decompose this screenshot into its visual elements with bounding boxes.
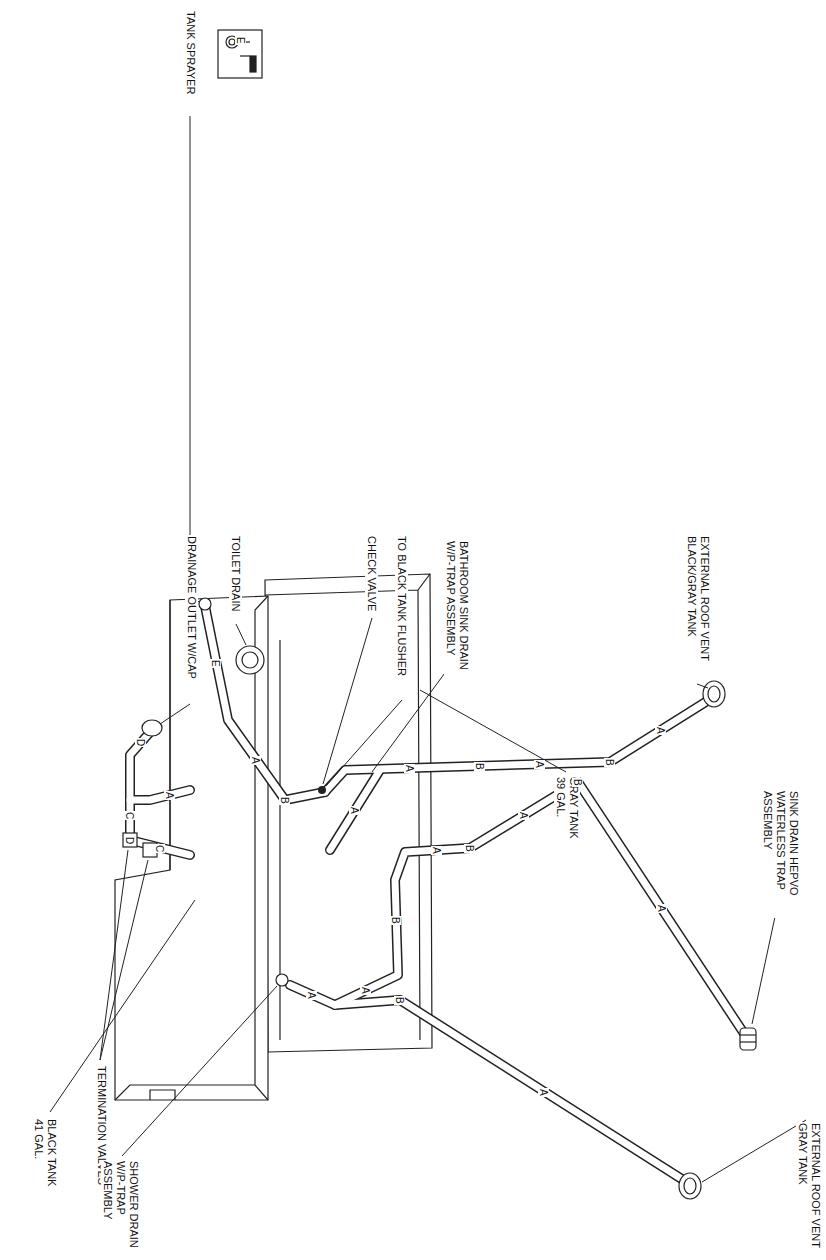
part-label: BATHROOM SINK DRAIN W/P-TRAP ASSEMBLY (444, 540, 470, 682)
pipe-code: A (655, 726, 666, 735)
pipe-code: A (360, 986, 371, 995)
pipe-code: A (538, 1088, 549, 1097)
pipe-code: A (534, 760, 545, 769)
pipe-code: E (235, 36, 246, 45)
pipe-code: B (279, 796, 290, 805)
part-label: TANK SPRAYER (184, 10, 197, 95)
pipe-code: A (404, 764, 415, 773)
pipe-code: D (124, 836, 135, 845)
pipe-code: C (124, 811, 135, 820)
part-label: DRAINAGE OUTLET W/CAP (185, 535, 198, 680)
pipe-code: C (154, 844, 165, 853)
pipe-code: B (394, 996, 405, 1005)
pipe-code: A (656, 904, 667, 913)
pipe-code: D (135, 738, 146, 747)
pipe-code: B (474, 762, 485, 771)
pipe-code: A (250, 756, 261, 765)
pipe-code: B (390, 916, 401, 925)
pipe-code: A (518, 811, 529, 820)
pipe-code: A (164, 791, 175, 800)
part-label: CHECK VALVE (365, 535, 378, 612)
part-label: EXTERNAL ROOF VENT GRAY TANK (796, 1122, 822, 1258)
pipe-code: B (464, 844, 475, 853)
pipe-code: B (572, 778, 583, 787)
pipe-code: E (210, 659, 221, 668)
part-label: GRAY TANK 39 GAL. (554, 776, 580, 850)
pipe-code: B (604, 758, 615, 767)
pipe-code: A (306, 991, 317, 1000)
part-label: TOILET DRAIN (229, 535, 242, 612)
part-label: SHOWER DRAIN W/P-TRAP ASSEMBLY (101, 1160, 140, 1256)
pipe-code: A (349, 806, 360, 815)
part-label: BLACK TANK 41 GAL. (32, 1118, 58, 1198)
part-label: TO BLACK TANK FLUSHER (395, 535, 408, 677)
part-label: SINK DRAIN HEPVO WATERLESS TRAP ASSEMBLY (761, 790, 800, 918)
part-label: EXTERNAL ROOF VENT BLACK/GRAY TANK (685, 535, 711, 675)
pipe-code: A (431, 846, 442, 855)
